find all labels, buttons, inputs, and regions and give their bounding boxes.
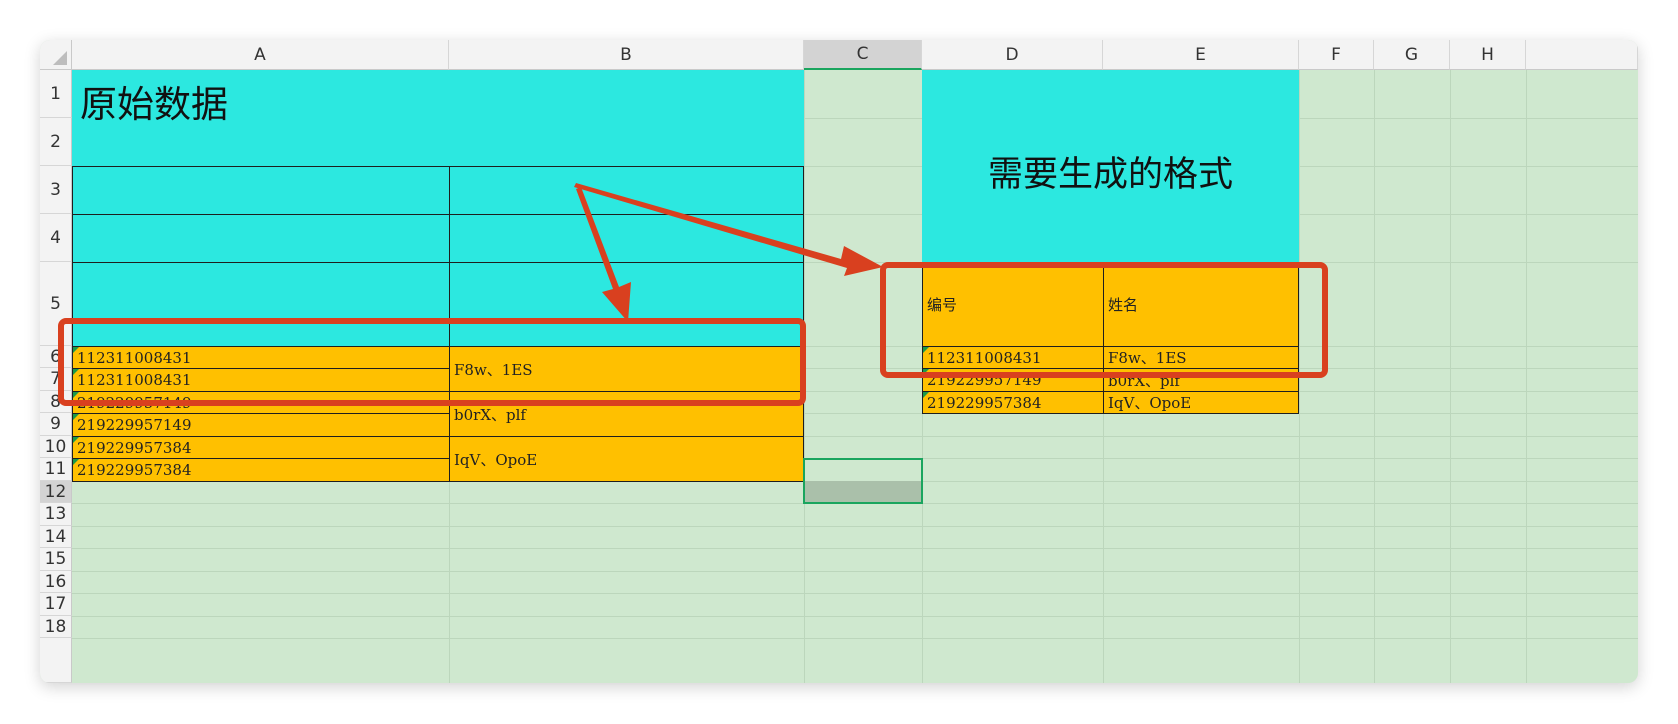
row-header-19: [40, 638, 72, 683]
row-header-1[interactable]: 1: [40, 70, 72, 118]
gridline: [72, 346, 1638, 347]
cell-e6[interactable]: F8w、1ES: [1103, 346, 1299, 369]
spreadsheet-window: A B C D E F G H 1 2 3 4 5 6 7 8 9 10 11 …: [40, 40, 1638, 683]
number-as-text-indicator-icon: [73, 459, 79, 465]
cell-text: 112311008431: [77, 371, 192, 389]
cell-text: 编号: [927, 296, 958, 314]
right-title-band[interactable]: [922, 70, 1299, 262]
number-as-text-indicator-icon: [73, 369, 79, 375]
row-header-7[interactable]: 7: [40, 368, 72, 391]
gridline: [72, 368, 1638, 369]
selected-cell-c12[interactable]: [803, 458, 923, 504]
gridline: [1526, 70, 1527, 683]
right-title: 需要生成的格式: [987, 155, 1233, 194]
column-header-e[interactable]: E: [1103, 40, 1299, 70]
gridline: [72, 526, 1638, 527]
gridline: [72, 548, 1638, 549]
cell-a11[interactable]: 219229957384: [72, 458, 450, 482]
cell-d6[interactable]: 112311008431: [922, 346, 1104, 369]
number-as-text-indicator-icon: [73, 414, 79, 420]
cell-a6[interactable]: 112311008431: [72, 346, 450, 369]
gridline: [72, 593, 1638, 594]
cell-b8-merged[interactable]: b0rX、plf: [449, 391, 804, 437]
cell-e8[interactable]: IqV、OpoE: [1103, 391, 1299, 414]
select-all-corner[interactable]: [40, 40, 72, 70]
gridline: [72, 166, 1638, 167]
row-header-15[interactable]: 15: [40, 548, 72, 571]
gridline: [72, 571, 1638, 572]
cell-text: 112311008431: [77, 348, 192, 367]
gridline: [1374, 70, 1375, 683]
cell-b10-merged[interactable]: IqV、OpoE: [449, 436, 804, 482]
row-header-16[interactable]: 16: [40, 571, 72, 593]
gridline: [72, 436, 1638, 437]
row-header-6[interactable]: 6: [40, 346, 72, 368]
cell-text: 219229957384: [927, 393, 1042, 412]
number-as-text-indicator-icon: [73, 437, 79, 443]
cell-text: b0rX、plf: [454, 405, 526, 424]
cell-text: IqV、OpoE: [454, 450, 538, 469]
column-header-h[interactable]: H: [1450, 40, 1526, 70]
cell-b3[interactable]: [449, 166, 804, 215]
selected-cell-fill: [804, 481, 922, 503]
gridline: [72, 638, 1638, 639]
left-title: 原始数据: [80, 85, 228, 126]
row-header-5[interactable]: 5: [40, 262, 72, 346]
highlight-box-right: [880, 262, 1328, 378]
cell-text: F8w、1ES: [1108, 349, 1187, 367]
header-cell-name[interactable]: 姓名: [1103, 262, 1299, 347]
gridline: [72, 118, 1638, 119]
row-header-3[interactable]: 3: [40, 166, 72, 214]
cell-text: 219229957384: [77, 438, 192, 457]
select-all-triangle-icon: [53, 51, 67, 65]
cell-text: F8w、1ES: [454, 360, 533, 379]
highlight-box-left: [58, 318, 806, 406]
cell-d8[interactable]: 219229957384: [922, 391, 1104, 414]
number-as-text-indicator-icon: [923, 347, 929, 353]
cell-b4[interactable]: [449, 214, 804, 263]
column-header-f[interactable]: F: [1299, 40, 1374, 70]
cell-a3[interactable]: [72, 166, 450, 215]
number-as-text-indicator-icon: [923, 392, 929, 398]
cell-a10[interactable]: 219229957384: [72, 436, 450, 459]
cell-text: 112311008431: [927, 348, 1042, 367]
gridline: [1450, 70, 1451, 683]
number-as-text-indicator-icon: [73, 347, 79, 353]
cell-text: 219229957149: [77, 416, 192, 434]
gridline: [72, 616, 1638, 617]
row-header-2[interactable]: 2: [40, 118, 72, 166]
cell-a9[interactable]: 219229957149: [72, 413, 450, 437]
gridline: [72, 391, 1638, 392]
cell-a4[interactable]: [72, 214, 450, 263]
row-header-18[interactable]: 18: [40, 616, 72, 638]
row-header-14[interactable]: 14: [40, 526, 72, 548]
cell-text: 姓名: [1108, 296, 1139, 314]
column-header-b[interactable]: B: [449, 40, 804, 70]
column-header-c[interactable]: C: [804, 40, 922, 70]
number-as-text-indicator-icon: [73, 392, 79, 398]
row-header-17[interactable]: 17: [40, 593, 72, 616]
row-header-13[interactable]: 13: [40, 503, 72, 526]
row-header-11[interactable]: 11: [40, 458, 72, 481]
column-header-g[interactable]: G: [1374, 40, 1450, 70]
left-title-band[interactable]: [72, 70, 804, 166]
row-header-10[interactable]: 10: [40, 436, 72, 458]
row-header-9[interactable]: 9: [40, 413, 72, 436]
cell-text: IqV、OpoE: [1108, 394, 1192, 412]
column-header-d[interactable]: D: [922, 40, 1103, 70]
row-header-12[interactable]: 12: [40, 481, 72, 503]
column-header-a[interactable]: A: [72, 40, 449, 70]
column-header-overflow: [1526, 40, 1638, 70]
row-header-4[interactable]: 4: [40, 214, 72, 262]
cell-text: 219229957384: [77, 461, 192, 479]
header-cell-id[interactable]: 编号: [922, 262, 1104, 347]
gridline: [72, 413, 1638, 414]
